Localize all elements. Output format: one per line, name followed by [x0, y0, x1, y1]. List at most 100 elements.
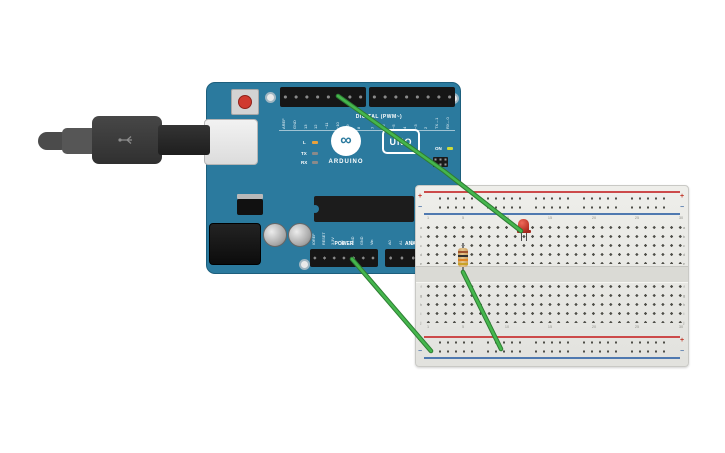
plus-sign: + — [680, 193, 685, 200]
hole-group[interactable] — [532, 340, 572, 345]
col-number: 30 — [678, 325, 684, 329]
col-number: 1 — [426, 216, 430, 220]
hole-group[interactable] — [580, 349, 620, 354]
icsp-header[interactable] — [433, 157, 448, 167]
resistor-band — [458, 263, 468, 265]
digital-header-right[interactable] — [369, 87, 455, 107]
resistor[interactable] — [458, 248, 468, 267]
usb-plug-shield[interactable] — [158, 125, 210, 155]
row-letter: h — [419, 302, 423, 307]
center-channel — [416, 266, 688, 283]
led-on-label: ON — [435, 146, 442, 151]
lower-hole-grid[interactable] — [424, 282, 685, 323]
mount-hole — [265, 92, 276, 103]
hole-group[interactable] — [484, 340, 524, 345]
led-rx-label: RX — [301, 160, 308, 165]
hole-group[interactable] — [628, 196, 668, 201]
col-number: 15 — [547, 216, 553, 220]
power-jack[interactable] — [209, 223, 261, 265]
hole-group[interactable] — [628, 349, 668, 354]
positive-rail-holes[interactable] — [436, 340, 668, 345]
minus-sign: − — [680, 204, 685, 211]
led-leg — [525, 233, 527, 241]
resistor-band — [458, 255, 468, 257]
row-letter: b — [419, 234, 423, 239]
power-header[interactable] — [310, 249, 378, 267]
hole-group[interactable] — [580, 340, 620, 345]
row-letter: j — [683, 320, 685, 325]
led-leg — [520, 233, 522, 241]
arduino-brand-label: ARDUINO — [328, 159, 364, 165]
silkscreen-line — [279, 130, 455, 131]
row-letter: i — [420, 311, 422, 316]
microcontroller-chip[interactable] — [311, 196, 414, 222]
col-number: 15 — [547, 325, 553, 329]
tx-led — [312, 152, 318, 155]
negative-rail-line — [424, 357, 680, 359]
col-number: 5 — [461, 325, 465, 329]
hole-group[interactable] — [532, 349, 572, 354]
capacitor[interactable] — [263, 223, 287, 247]
row-letter: e — [682, 261, 686, 266]
on-led — [447, 147, 453, 150]
reset-button[interactable] — [238, 95, 252, 109]
row-letter: g — [419, 293, 423, 298]
plus-sign: + — [418, 193, 423, 200]
led-l-label: L — [303, 140, 306, 145]
breadboard[interactable]: + + − − 1 5 10 15 20 25 30 a b c d e f g… — [415, 185, 689, 367]
row-letter: e — [419, 261, 423, 266]
digital-pwm-label: DIGITAL (PWM~) — [355, 114, 403, 120]
red-led[interactable] — [518, 219, 529, 232]
minus-sign: − — [680, 348, 685, 355]
hole-group[interactable] — [484, 205, 524, 210]
uno-model-badge: UNO — [382, 129, 420, 154]
row-letter: a — [419, 225, 423, 230]
pin-label: GND — [292, 120, 297, 129]
col-number: 5 — [461, 216, 465, 220]
hole-group[interactable] — [436, 196, 476, 201]
resistor-band — [458, 258, 468, 261]
hole-group[interactable] — [484, 349, 524, 354]
reset-button-base — [231, 89, 259, 115]
col-number: 20 — [591, 216, 597, 220]
hole-group[interactable] — [436, 205, 476, 210]
hole-group[interactable] — [628, 205, 668, 210]
hole-group[interactable] — [532, 205, 572, 210]
hole-group[interactable] — [484, 196, 524, 201]
led-tx-label: TX — [301, 151, 307, 156]
negative-rail-line — [424, 213, 680, 215]
capacitor[interactable] — [288, 223, 312, 247]
rx-led — [312, 161, 318, 164]
negative-rail-holes[interactable] — [436, 205, 668, 210]
row-letter: h — [682, 302, 686, 307]
plus-sign: + — [680, 337, 685, 344]
col-number: 30 — [678, 216, 684, 220]
col-number: 25 — [634, 216, 640, 220]
mount-hole — [299, 259, 310, 270]
minus-sign: − — [418, 204, 423, 211]
usb-port — [204, 119, 258, 165]
hole-group[interactable] — [436, 349, 476, 354]
hole-group[interactable] — [580, 205, 620, 210]
negative-rail-holes[interactable] — [436, 349, 668, 354]
hole-group[interactable] — [532, 196, 572, 201]
minus-sign: − — [418, 348, 423, 355]
row-letter: i — [683, 311, 685, 316]
digital-header-left[interactable] — [280, 87, 366, 107]
row-letter: d — [419, 252, 423, 257]
positive-rail-holes[interactable] — [436, 196, 668, 201]
row-letter: g — [682, 293, 686, 298]
row-letter: a — [682, 225, 686, 230]
row-letter: f — [420, 284, 422, 289]
hole-group[interactable] — [436, 340, 476, 345]
voltage-regulator — [237, 199, 263, 215]
col-number: 20 — [591, 325, 597, 329]
plus-sign: + — [418, 337, 423, 344]
hole-group[interactable] — [628, 340, 668, 345]
row-letter: c — [683, 243, 685, 248]
pin-label: AREF — [281, 118, 286, 129]
col-number: 10 — [504, 325, 510, 329]
usb-plug[interactable] — [92, 116, 162, 164]
hole-group[interactable] — [580, 196, 620, 201]
